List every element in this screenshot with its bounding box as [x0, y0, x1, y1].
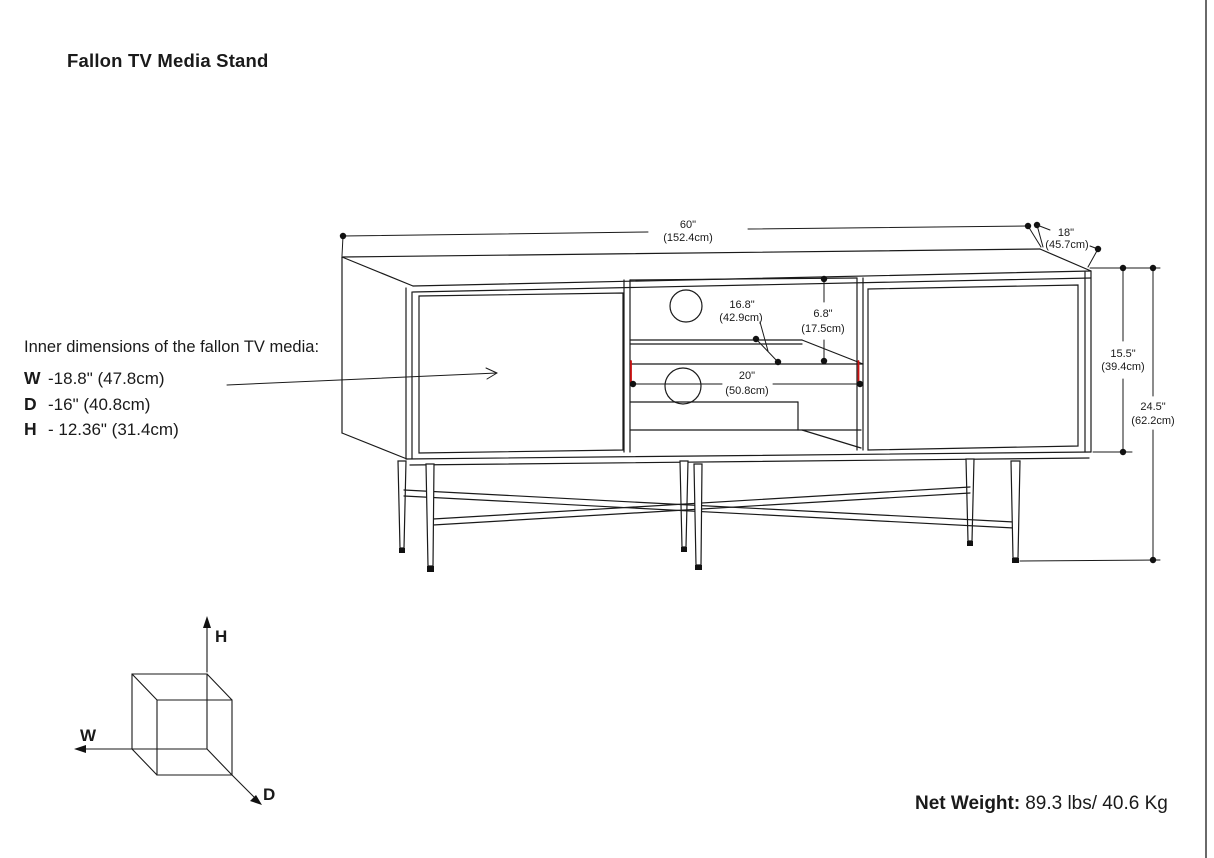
inner-dimensions-heading: Inner dimensions of the fallon TV media:: [24, 338, 320, 356]
cross-braces: [403, 486, 1015, 529]
net-weight-value: 89.3 lbs/ 40.6 Kg: [1025, 793, 1168, 814]
dim-opening-width-in: 20": [739, 370, 755, 382]
dimension-shelf-depth: 16.8" (42.9cm): [719, 299, 782, 366]
axis-cube: H W D: [74, 616, 275, 805]
cabinet-carcass: [341, 248, 1092, 466]
axis-cube-d-label: D: [263, 785, 275, 804]
d-axis-arrow: [231, 774, 257, 800]
leg: [397, 460, 407, 549]
legs-and-braces: [397, 458, 1021, 572]
dim-shelf-depth-in: 16.8": [729, 299, 754, 311]
leg: [1010, 460, 1021, 559]
inner-dimension-value: -18.8" (47.8cm): [48, 369, 165, 388]
dim-depth-cm: (45.7cm): [1045, 239, 1088, 251]
inner-dimension-row: D -16" (40.8cm): [24, 392, 319, 418]
left-door: [418, 292, 624, 454]
cable-hole-bottom: [664, 367, 702, 405]
dimension-body-height: 15.5" (39.4cm): [1089, 264, 1161, 456]
leg-feet: [399, 541, 1019, 572]
leg: [693, 463, 703, 566]
axis-letter-d: D: [24, 393, 37, 414]
inner-dimension-row: H - 12.36" (31.4cm): [24, 417, 319, 443]
inner-dimension-value: -16" (40.8cm): [48, 394, 151, 414]
leader-arrow: [226, 367, 498, 386]
dimension-depth: 18" (45.7cm): [1036, 224, 1102, 268]
dim-depth-in: 18": [1058, 227, 1074, 239]
dim-opening-height-cm: (17.5cm): [801, 323, 844, 335]
dim-body-height-in: 15.5": [1110, 348, 1135, 360]
dimension-opening-width: 20" (50.8cm): [629, 360, 864, 397]
dim-width-in: 60": [680, 219, 696, 231]
dimension-total-height: 24.5" (62.2cm): [1019, 264, 1175, 564]
net-weight-label: Net Weight:: [915, 793, 1021, 814]
inner-dimension-value: - 12.36" (31.4cm): [48, 420, 179, 439]
dim-total-height-cm: (62.2cm): [1131, 415, 1174, 427]
page-title: Fallon TV Media Stand: [67, 50, 269, 71]
axis-letter-w: W: [24, 368, 41, 388]
leg: [965, 458, 975, 542]
leg: [425, 463, 435, 567]
net-weight: Net Weight:89.3 lbs/ 40.6 Kg: [915, 793, 1168, 815]
axis-cube-h-label: H: [215, 627, 227, 646]
axis-letter-h: H: [24, 419, 37, 439]
dimension-opening-height: 6.8" (17.5cm): [801, 275, 845, 365]
inner-dimensions-note: Inner dimensions of the fallon TV media:…: [24, 338, 319, 443]
right-door: [867, 284, 1079, 451]
dim-opening-height-in: 6.8": [813, 308, 832, 320]
dim-shelf-depth-cm: (42.9cm): [719, 312, 762, 324]
cable-hole-top: [669, 289, 703, 323]
dim-width-cm: (152.4cm): [663, 232, 713, 244]
dim-total-height-in: 24.5": [1140, 401, 1165, 413]
dim-body-height-cm: (39.4cm): [1101, 361, 1144, 373]
dim-opening-width-cm: (50.8cm): [725, 385, 768, 397]
axis-cube-w-label: W: [80, 726, 97, 745]
inner-dimension-row: W -18.8" (47.8cm): [24, 366, 319, 392]
dimension-width: 60" (152.4cm): [339, 219, 1044, 257]
